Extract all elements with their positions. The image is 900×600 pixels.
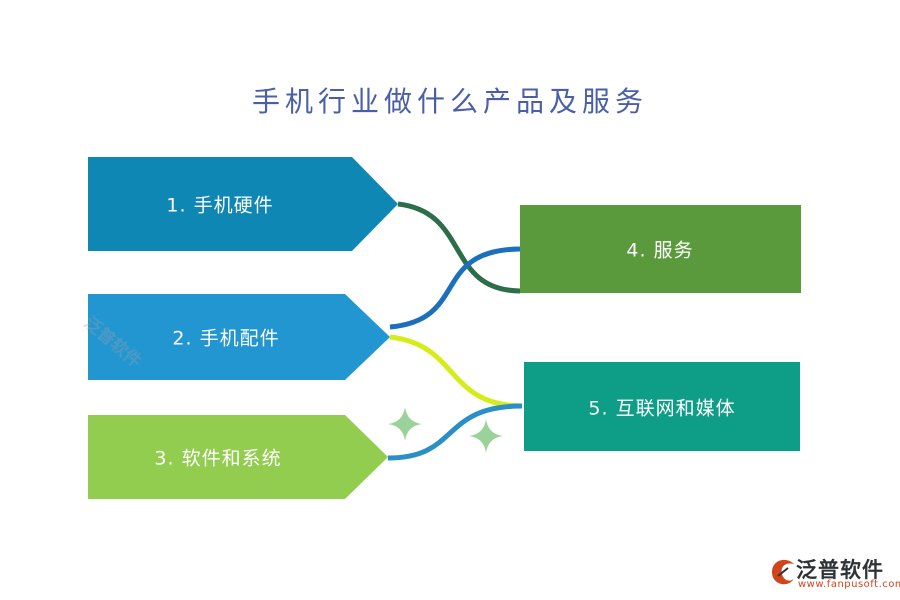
connector-1-to-4 xyxy=(397,201,521,294)
sparkle-icon xyxy=(388,407,422,441)
diagram-title: 手机行业做什么产品及服务 xyxy=(251,85,648,118)
item-3-shape xyxy=(88,415,388,499)
logo-url: www.fanpusoft.com xyxy=(798,579,900,590)
item-1-label: 1. 手机硬件 xyxy=(166,194,274,217)
sparkle-icon xyxy=(469,419,503,453)
item-3-label: 3. 软件和系统 xyxy=(154,447,282,470)
connector-2-to-4 xyxy=(389,246,521,330)
connector-3-to-5 xyxy=(387,403,523,461)
item-4-shape xyxy=(520,205,801,293)
item-5-label: 5. 互联网和媒体 xyxy=(588,397,736,420)
connector-2-to-5 xyxy=(389,334,523,409)
item-1-shape xyxy=(88,157,398,251)
item-2-label: 2. 手机配件 xyxy=(172,327,280,350)
item-4-label: 4. 服务 xyxy=(626,239,694,262)
item-5-shape xyxy=(524,362,800,451)
brand-logo-icon xyxy=(772,559,794,585)
item-2-shape xyxy=(88,294,390,380)
logo-name: 泛普软件 xyxy=(796,558,884,582)
